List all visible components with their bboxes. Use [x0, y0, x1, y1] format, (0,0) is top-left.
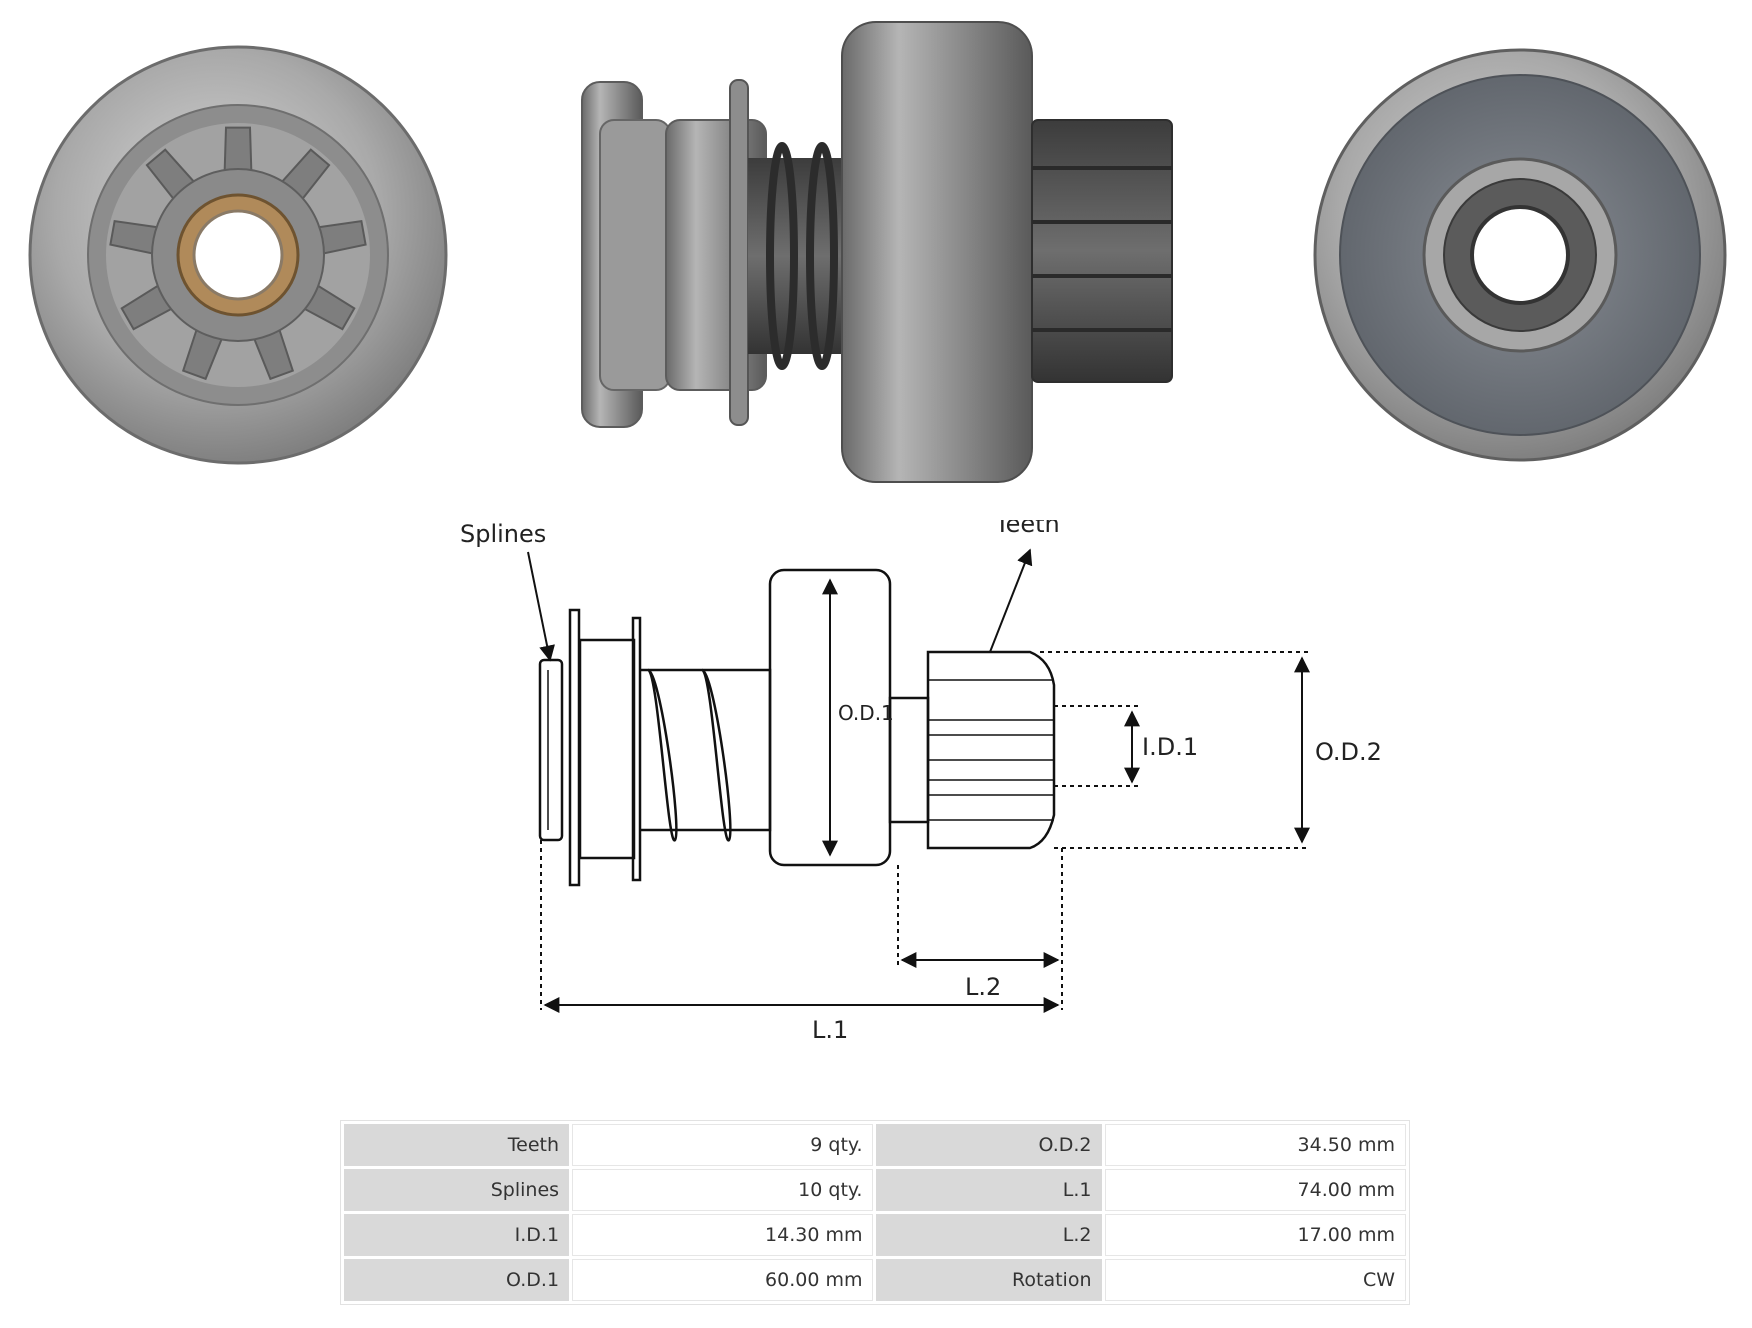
- table-row: O.D.1 60.00 mm Rotation CW: [344, 1259, 1406, 1301]
- splines-leader: [527, 551, 555, 662]
- spec-label: L.2: [876, 1214, 1102, 1256]
- spec-label: I.D.1: [344, 1214, 570, 1256]
- spec-value: 14.30 mm: [572, 1214, 874, 1256]
- label-l2: L.2: [965, 973, 1001, 1001]
- specs-table: Teeth 9 qty. O.D.2 34.50 mm Splines 10 q…: [340, 1120, 1410, 1305]
- label-od2: O.D.2: [1315, 738, 1382, 766]
- label-teeth: Teeth: [994, 520, 1060, 538]
- spec-label: Splines: [344, 1169, 570, 1211]
- label-l1: L.1: [812, 1016, 848, 1044]
- label-od1: O.D.1: [838, 701, 894, 725]
- label-splines: Splines: [460, 520, 546, 548]
- spec-value: 17.00 mm: [1104, 1214, 1406, 1256]
- spec-label: O.D.2: [876, 1124, 1102, 1166]
- spec-label: L.1: [876, 1169, 1102, 1211]
- spec-value: 60.00 mm: [572, 1259, 874, 1301]
- flange-plate: [568, 608, 581, 887]
- spec-value: CW: [1104, 1259, 1406, 1301]
- table-row: I.D.1 14.30 mm L.2 17.00 mm: [344, 1214, 1406, 1256]
- photo-side-view: [581, 21, 1173, 483]
- table-row: Splines 10 qty. L.1 74.00 mm: [344, 1169, 1406, 1211]
- pinion-shape: [926, 650, 1056, 850]
- photo-rear-view: [1313, 48, 1727, 462]
- spec-label: Teeth: [344, 1124, 570, 1166]
- spec-label: O.D.1: [344, 1259, 570, 1301]
- dimension-diagram: Splines Teeth O.D.1 I.D.1 O.D.2 L.2 L.1: [460, 520, 1382, 1044]
- photo-front-view: [28, 45, 448, 465]
- spring-coil: [646, 668, 678, 842]
- product-photos: [28, 21, 1727, 483]
- table-row: Teeth 9 qty. O.D.2 34.50 mm: [344, 1124, 1406, 1166]
- spec-value: 74.00 mm: [1104, 1169, 1406, 1211]
- spline-end-shape: [538, 658, 564, 842]
- label-id1: I.D.1: [1142, 733, 1198, 761]
- teeth-leader: [989, 548, 1033, 653]
- spec-value: 9 qty.: [572, 1124, 874, 1166]
- spec-value: 10 qty.: [572, 1169, 874, 1211]
- spec-label: Rotation: [876, 1259, 1102, 1301]
- spec-value: 34.50 mm: [1104, 1124, 1406, 1166]
